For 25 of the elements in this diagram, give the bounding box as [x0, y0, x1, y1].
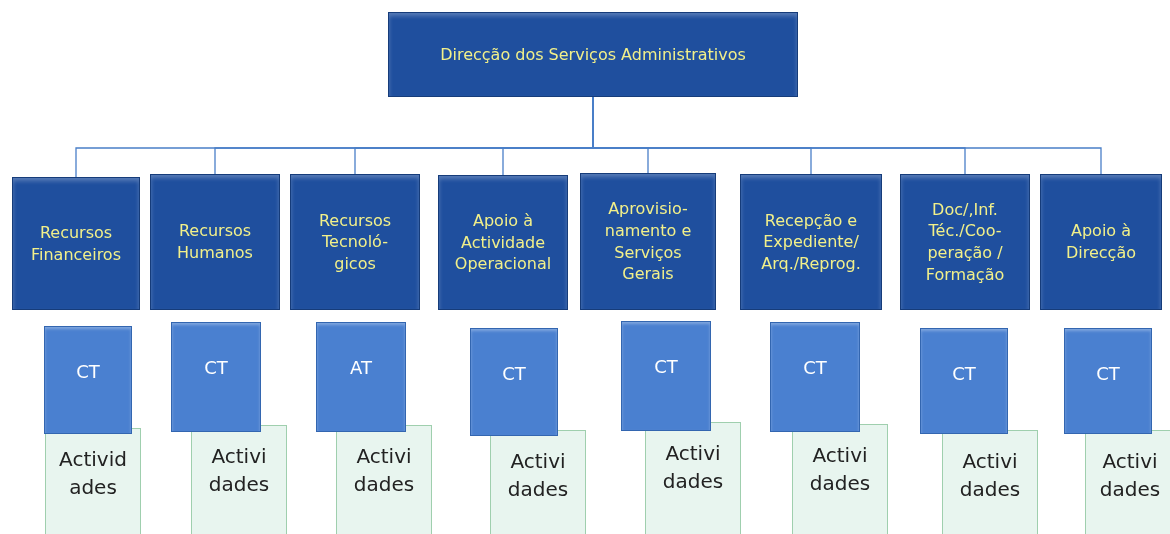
team-box: AT	[316, 322, 406, 432]
team-box: CT	[920, 328, 1008, 434]
activities-box: Activi dades	[490, 430, 586, 534]
department-box: Recursos Humanos	[150, 174, 280, 310]
activities-box: Activi dades	[336, 425, 432, 534]
activities-box: Activid ades	[45, 428, 141, 534]
team-box: CT	[621, 321, 711, 431]
activities-box: Activi dades	[191, 425, 287, 534]
department-box: Recursos Financeiros	[12, 177, 140, 310]
activities-box: Activi dades	[792, 424, 888, 534]
director-box: Direcção dos Serviços Administrativos	[388, 12, 798, 97]
department-box: Apoio à Actividade Operacional	[438, 175, 568, 310]
team-box: CT	[171, 322, 261, 432]
team-box: CT	[470, 328, 558, 436]
department-box: Aprovisio- namento e Serviços Gerais	[580, 173, 716, 310]
team-box: CT	[770, 322, 860, 432]
department-box: Doc/,Inf. Téc./Coo- peração / Formação	[900, 174, 1030, 310]
team-box: CT	[1064, 328, 1152, 434]
activities-box: Activi dades	[942, 430, 1038, 534]
department-box: Apoio à Direcção	[1040, 174, 1162, 310]
team-box: CT	[44, 326, 132, 434]
department-box: Recursos Tecnoló- gicos	[290, 174, 420, 310]
activities-box: Activi dades	[1085, 430, 1170, 534]
activities-box: Activi dades	[645, 422, 741, 534]
department-box: Recepção e Expediente/ Arq./Reprog.	[740, 174, 882, 310]
